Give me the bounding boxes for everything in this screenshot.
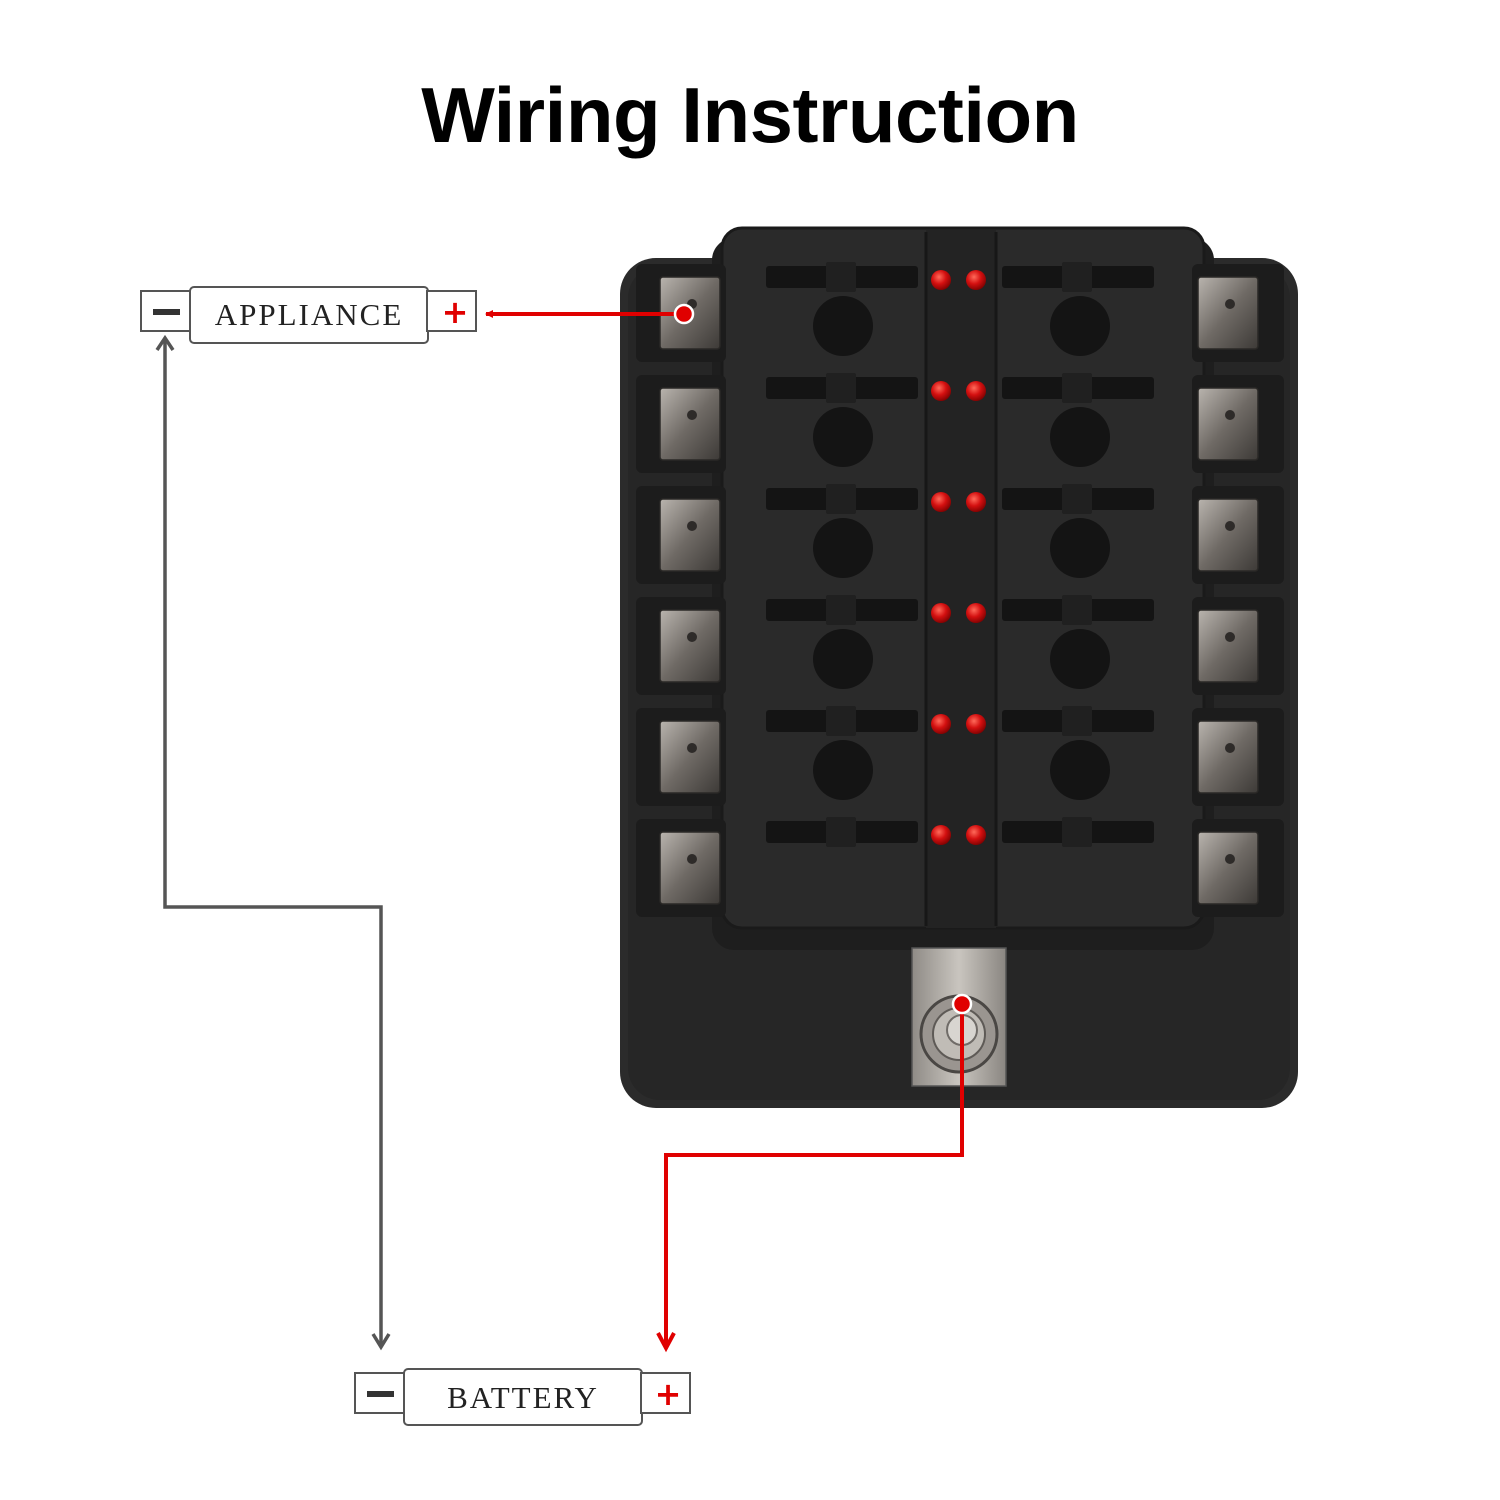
fuse-hole [813, 407, 873, 467]
terminal-hole-right [1225, 521, 1235, 531]
appliance-minus-box [140, 290, 192, 332]
fuse-slot-divider [1062, 817, 1092, 847]
terminal-blade-right [1197, 276, 1259, 350]
fuse-slot-divider [826, 484, 856, 514]
fuse-slot-divider [826, 595, 856, 625]
fuse-block [620, 226, 1298, 1108]
terminal-blade-right [1197, 387, 1259, 461]
battery-plus-sign: + [655, 1375, 682, 1413]
battery-minus-sign [367, 1391, 394, 1397]
terminal-hole-right [1225, 410, 1235, 420]
fuse-hole [1050, 296, 1110, 356]
fuse-slot-divider [1062, 484, 1092, 514]
terminal-hole-right [1225, 854, 1235, 864]
led-indicator [931, 492, 951, 512]
fuse-slot-divider [826, 373, 856, 403]
led-indicator [931, 603, 951, 623]
led-indicator [966, 603, 986, 623]
fuse-hole [813, 296, 873, 356]
appliance-plus-box [426, 290, 477, 332]
led-indicator [966, 492, 986, 512]
terminal-blade-right [1197, 720, 1259, 794]
fuse-hole [1050, 629, 1110, 689]
fuse-slot-divider [1062, 373, 1092, 403]
led-indicator [966, 714, 986, 734]
page-title: Wiring Instruction [421, 71, 1079, 159]
led-indicator [931, 825, 951, 845]
terminal-hole-left [687, 743, 697, 753]
terminal-blade-left [659, 498, 721, 572]
stud-connection-dot [951, 993, 973, 1015]
led-indicator [931, 381, 951, 401]
appliance-label: APPLIANCE [215, 297, 404, 332]
positive-wire-to-battery [664, 1004, 964, 1345]
fuse-hole [1050, 740, 1110, 800]
terminal-hole-right [1225, 743, 1235, 753]
led-indicator [966, 825, 986, 845]
battery-label: BATTERY [447, 1380, 599, 1415]
appliance-plus-sign: + [442, 293, 469, 331]
terminal-connection-dot [673, 303, 695, 325]
fuse-hole [813, 518, 873, 578]
terminal-blade-right [1197, 498, 1259, 572]
fuse-hole [1050, 407, 1110, 467]
fuse-slot-divider [1062, 706, 1092, 736]
fuse-hole [1050, 518, 1110, 578]
appliance-component: APPLIANCE + [140, 286, 477, 344]
fuse-slot-divider [1062, 595, 1092, 625]
negative-wire [163, 340, 383, 1346]
battery-plus-box [640, 1372, 691, 1414]
fuse-slot-divider [826, 262, 856, 292]
led-strip [926, 230, 996, 928]
terminal-hole-left [687, 521, 697, 531]
fuse-hole [813, 740, 873, 800]
led-indicator [966, 381, 986, 401]
terminal-blade-left [659, 831, 721, 905]
terminal-blade-right [1197, 609, 1259, 683]
terminal-hole-right [1225, 632, 1235, 642]
led-indicator [931, 714, 951, 734]
fuse-slot-divider [826, 817, 856, 847]
positive-wire-arrowhead [656, 1332, 676, 1353]
terminal-hole-left [687, 632, 697, 642]
terminal-hole-right [1225, 299, 1235, 309]
fuse-slot-divider [1062, 262, 1092, 292]
led-indicator [931, 270, 951, 290]
terminal-hole-left [687, 854, 697, 864]
battery-component: BATTERY + [354, 1368, 691, 1426]
fuse-slot-divider [826, 706, 856, 736]
appliance-minus-sign [153, 309, 180, 315]
terminal-blade-right [1197, 831, 1259, 905]
led-indicator [966, 270, 986, 290]
negative-wire-arrowhead-battery [371, 1333, 391, 1351]
terminal-blade-left [659, 609, 721, 683]
terminal-blade-left [659, 387, 721, 461]
negative-wire-arrowhead-appliance [155, 334, 175, 351]
terminal-blade-left [659, 720, 721, 794]
terminal-hole-left [687, 410, 697, 420]
fuse-hole [813, 629, 873, 689]
